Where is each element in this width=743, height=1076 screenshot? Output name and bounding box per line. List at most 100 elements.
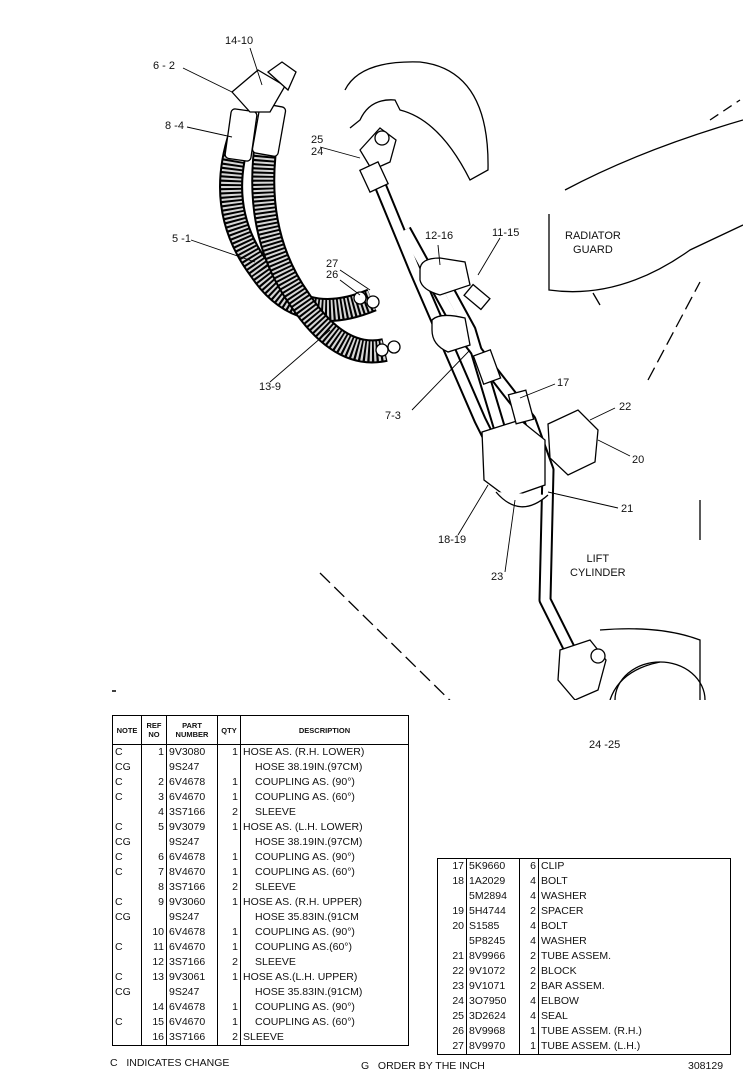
description-cell: TUBE ASSEM. (L.H.)	[541, 1040, 641, 1052]
ref-no-cell: 25	[437, 1009, 467, 1024]
qty-cell: 1	[217, 850, 241, 865]
table-header-row: NOTE REF NO PART NUMBER QTY DESCRIPTION	[112, 715, 409, 745]
qty-cell: 2	[217, 880, 241, 895]
description-cell: SLEEVE	[243, 1031, 284, 1043]
callout-21: 21	[621, 503, 634, 515]
note-cell: CG	[112, 985, 142, 1000]
description-cell: SLEEVE	[255, 956, 296, 968]
part-number-cell: 9S247	[166, 760, 218, 775]
description-cell: COUPLING AS. (90°)	[255, 851, 355, 863]
qty-cell: 6	[519, 858, 539, 874]
ref-no-cell: 4	[141, 805, 167, 820]
qty-cell	[217, 910, 241, 925]
qty-cell: 1	[217, 970, 241, 985]
description-cell: TUBE ASSEM.	[541, 950, 612, 962]
description-cell: BOLT	[541, 920, 568, 932]
description-cell: HOSE 35.83IN.(91CM	[255, 911, 359, 923]
note-cell: CG	[112, 910, 142, 925]
part-number-cell: 5P8245	[466, 934, 520, 949]
footer-note-order: G ORDER BY THE INCH	[361, 1060, 485, 1072]
header-qty: QTY	[217, 715, 241, 745]
ref-no-cell: 1	[141, 744, 167, 760]
qty-cell: 1	[519, 1039, 539, 1055]
part-number-cell: 8V9968	[466, 1024, 520, 1039]
ref-no-cell: 6	[141, 850, 167, 865]
bar-23	[495, 491, 549, 508]
description-cell: HOSE AS. (R.H. UPPER)	[243, 896, 363, 908]
qty-cell: 1	[217, 775, 241, 790]
part-number-cell: 3S7166	[166, 880, 218, 895]
part-number-cell: 6V4678	[166, 1000, 218, 1015]
ref-no-cell: 12	[141, 955, 167, 970]
ref-no-cell: 9	[141, 895, 167, 910]
callout-24: 24	[311, 146, 324, 158]
part-number-cell: 9S247	[166, 985, 218, 1000]
qty-cell: 2	[217, 1030, 241, 1046]
part-number-cell: 9V3079	[166, 820, 218, 835]
ref-no-cell: 21	[437, 949, 467, 964]
ref-no-cell: 20	[437, 919, 467, 934]
note-cell	[112, 1030, 142, 1046]
block-18-19	[481, 419, 546, 499]
note-cell: CG	[112, 760, 142, 775]
note-cell: C	[112, 940, 142, 955]
ref-no-cell: 3	[141, 790, 167, 805]
description-cell: BAR ASSEM.	[541, 980, 605, 992]
qty-cell: 2	[519, 904, 539, 919]
qty-cell: 4	[519, 874, 539, 889]
callout-22: 22	[619, 401, 632, 413]
ref-no-cell: 19	[437, 904, 467, 919]
ref-no-cell	[141, 760, 167, 775]
part-number-cell: 9V3060	[166, 895, 218, 910]
bracket-outline	[344, 61, 489, 181]
description-cell: COUPLING AS.(60°)	[255, 941, 352, 953]
qty-cell: 2	[217, 955, 241, 970]
table-row: CG 9S247 HOSE 35.83IN.(91CM)	[112, 985, 409, 1000]
callout-17: 17	[557, 377, 570, 389]
description-cell: COUPLING AS. (60°)	[255, 866, 355, 878]
radiator-guard-outline	[548, 214, 743, 293]
qty-cell: 1	[519, 1024, 539, 1039]
note-cell	[112, 955, 142, 970]
block-22	[547, 409, 599, 476]
qty-cell: 4	[519, 919, 539, 934]
note-cell: C	[112, 850, 142, 865]
part-number-cell: 5K9660	[466, 858, 520, 874]
callout-18-19: 18-19	[438, 534, 467, 546]
callout-13-9: 13-9	[259, 381, 282, 393]
description-cell: COUPLING AS. (60°)	[255, 1016, 355, 1028]
callout-8-4: 8 -4	[165, 120, 184, 132]
description-cell: WASHER	[541, 935, 587, 947]
header-note: NOTE	[112, 715, 142, 745]
callout-26: 26	[326, 269, 339, 281]
note-cell: CG	[112, 835, 142, 850]
radiator-guard-label: RADIATOR GUARD	[565, 230, 621, 256]
description-cell: HOSE 35.83IN.(91CM)	[255, 986, 363, 998]
part-number-cell: 9V3061	[166, 970, 218, 985]
ref-no-cell: 2	[141, 775, 167, 790]
part-number-cell: 5M2894	[466, 889, 520, 904]
part-number-cell: 9S247	[166, 835, 218, 850]
part-number-cell: 3S7166	[166, 955, 218, 970]
callout-14-10: 14-10	[225, 35, 254, 47]
ref-no-cell	[437, 934, 467, 949]
hydraulic-lines-illustration	[112, 47, 743, 700]
qty-cell: 4	[519, 1009, 539, 1024]
